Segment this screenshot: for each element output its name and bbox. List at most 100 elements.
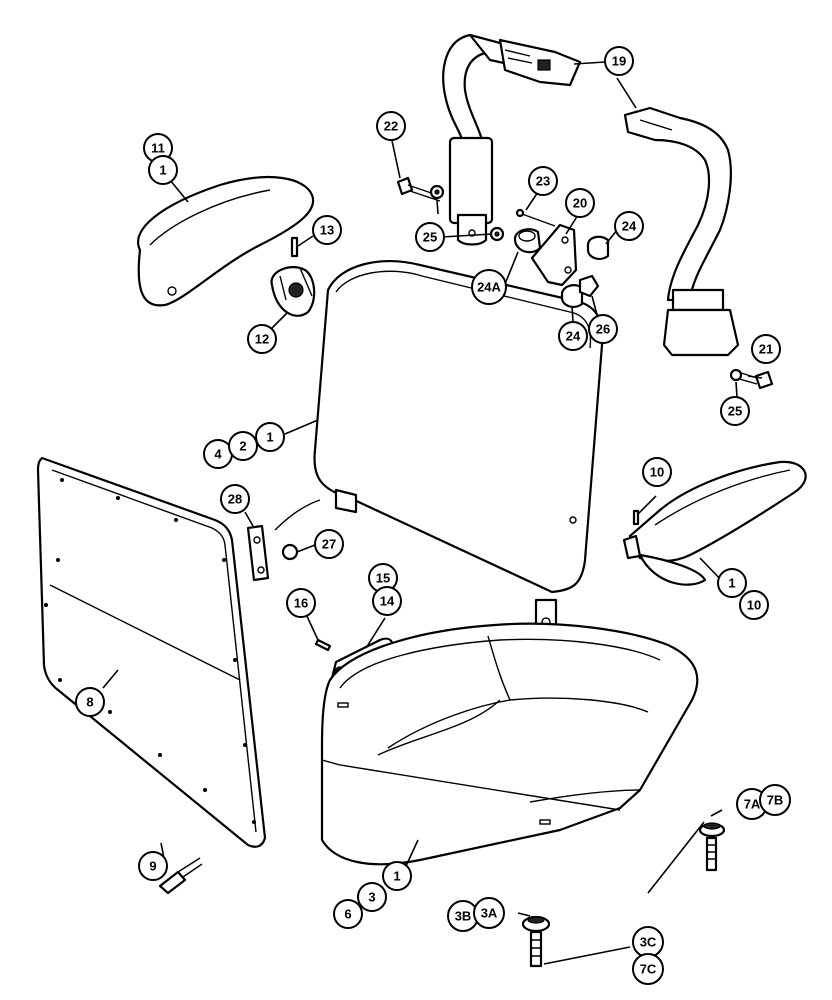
- belt-mount-bracket: [530, 223, 578, 287]
- svg-text:20: 20: [573, 196, 587, 211]
- callout-14: 14: [372, 586, 402, 616]
- callout-22: 22: [376, 111, 406, 141]
- callout-25: 25: [415, 222, 445, 252]
- callout-7B: 7B: [759, 784, 791, 816]
- svg-text:21: 21: [759, 342, 773, 357]
- svg-text:3A: 3A: [481, 906, 498, 921]
- nut-26: [578, 274, 600, 298]
- backrest-cushion-edge: [274, 499, 321, 531]
- belt-washer-upper: [429, 184, 445, 200]
- svg-text:7A: 7A: [744, 797, 761, 812]
- svg-text:19: 19: [612, 54, 626, 69]
- svg-text:13: 13: [320, 223, 334, 238]
- callout-7C: 7C: [632, 953, 664, 985]
- callout-1: 1: [255, 422, 285, 452]
- svg-text:23: 23: [536, 174, 550, 189]
- callout-10: 10: [739, 590, 769, 620]
- svg-text:16: 16: [294, 596, 308, 611]
- callout-23: 23: [528, 166, 558, 196]
- callout-10: 10: [642, 457, 672, 487]
- callout-4: 4: [203, 439, 233, 469]
- callout-2: 2: [228, 431, 258, 461]
- seat-backrest: [313, 260, 604, 634]
- panel-screw: [158, 857, 203, 895]
- callout-13: 13: [312, 215, 342, 245]
- svg-text:10: 10: [650, 465, 664, 480]
- front-mount-isolator: [521, 915, 551, 933]
- callout-27: 27: [314, 529, 344, 559]
- svg-text:14: 14: [380, 594, 395, 609]
- spacer-24-upper: [586, 235, 610, 260]
- svg-text:22: 22: [384, 119, 398, 134]
- callout-1: 1: [148, 155, 178, 185]
- svg-text:25: 25: [423, 230, 437, 245]
- panel-screw-holes: [44, 478, 256, 824]
- callout-3B: 3B: [447, 900, 479, 932]
- svg-text:4: 4: [214, 447, 222, 462]
- svg-text:1: 1: [266, 430, 273, 445]
- callout-11: 11: [143, 133, 173, 163]
- callout-28: 28: [220, 484, 250, 514]
- left-armrest: [137, 175, 315, 307]
- callout-1: 1: [717, 568, 747, 598]
- svg-text:15: 15: [376, 571, 390, 586]
- callout-12: 12: [247, 324, 277, 354]
- seat-belt-anchor-bolt: [396, 176, 441, 202]
- spacer-24a: [513, 228, 542, 254]
- callout-21: 21: [751, 334, 781, 364]
- spacer-24-lower: [560, 284, 584, 308]
- seat-back-cover-panel: [36, 456, 267, 848]
- rear-mount-bolt: [705, 836, 718, 872]
- svg-text:24: 24: [566, 329, 581, 344]
- callout-16: 16: [286, 588, 316, 618]
- lever-pin: [314, 638, 332, 652]
- callout-20: 20: [565, 188, 595, 218]
- callout-8: 8: [75, 687, 105, 717]
- svg-text:3: 3: [368, 890, 375, 905]
- callout-24: 24: [558, 321, 588, 351]
- armrest-pivot-bushing: [270, 266, 316, 317]
- callout-24A: 24A: [471, 269, 507, 305]
- callout-6: 6: [333, 899, 363, 929]
- rear-mount-isolator: [698, 822, 726, 838]
- front-mount-bolt: [529, 930, 543, 968]
- seat-belt-right-strap: [623, 106, 740, 357]
- svg-text:10: 10: [747, 598, 761, 613]
- svg-text:1: 1: [728, 576, 735, 591]
- backrest-hinge-plate: [246, 524, 270, 582]
- callout-24: 24: [614, 211, 644, 241]
- svg-text:26: 26: [596, 322, 610, 337]
- armrest-pin: [290, 236, 299, 258]
- svg-text:2: 2: [239, 439, 246, 454]
- belt-washer-lower: [489, 226, 505, 242]
- svg-text:3B: 3B: [455, 909, 472, 924]
- buckle-washer: [729, 368, 743, 382]
- callout-15: 15: [368, 563, 398, 593]
- seat-cushion: [320, 622, 699, 866]
- callout-9: 9: [138, 851, 168, 881]
- seat-belt-buckle-latch: [498, 38, 582, 87]
- svg-text:7C: 7C: [640, 962, 657, 977]
- right-armrest-pin: [632, 509, 640, 526]
- svg-text:7B: 7B: [767, 793, 784, 808]
- svg-text:24: 24: [622, 219, 637, 234]
- svg-text:27: 27: [322, 537, 336, 552]
- svg-text:25: 25: [728, 404, 742, 419]
- bracket-bolt: [515, 208, 556, 227]
- callout-3C: 3C: [632, 926, 664, 958]
- callout-19: 19: [604, 46, 634, 76]
- callout-3: 3: [357, 882, 387, 912]
- callout-1: 1: [382, 861, 412, 891]
- svg-text:6: 6: [344, 907, 351, 922]
- callout-26: 26: [588, 314, 618, 344]
- callout-3A: 3A: [473, 897, 505, 929]
- svg-text:8: 8: [86, 695, 93, 710]
- svg-text:9: 9: [149, 859, 156, 874]
- svg-text:1: 1: [393, 869, 400, 884]
- callout-25: 25: [720, 396, 750, 426]
- svg-text:12: 12: [255, 332, 269, 347]
- svg-text:11: 11: [151, 141, 165, 156]
- svg-text:24A: 24A: [477, 280, 501, 295]
- svg-text:28: 28: [228, 492, 242, 507]
